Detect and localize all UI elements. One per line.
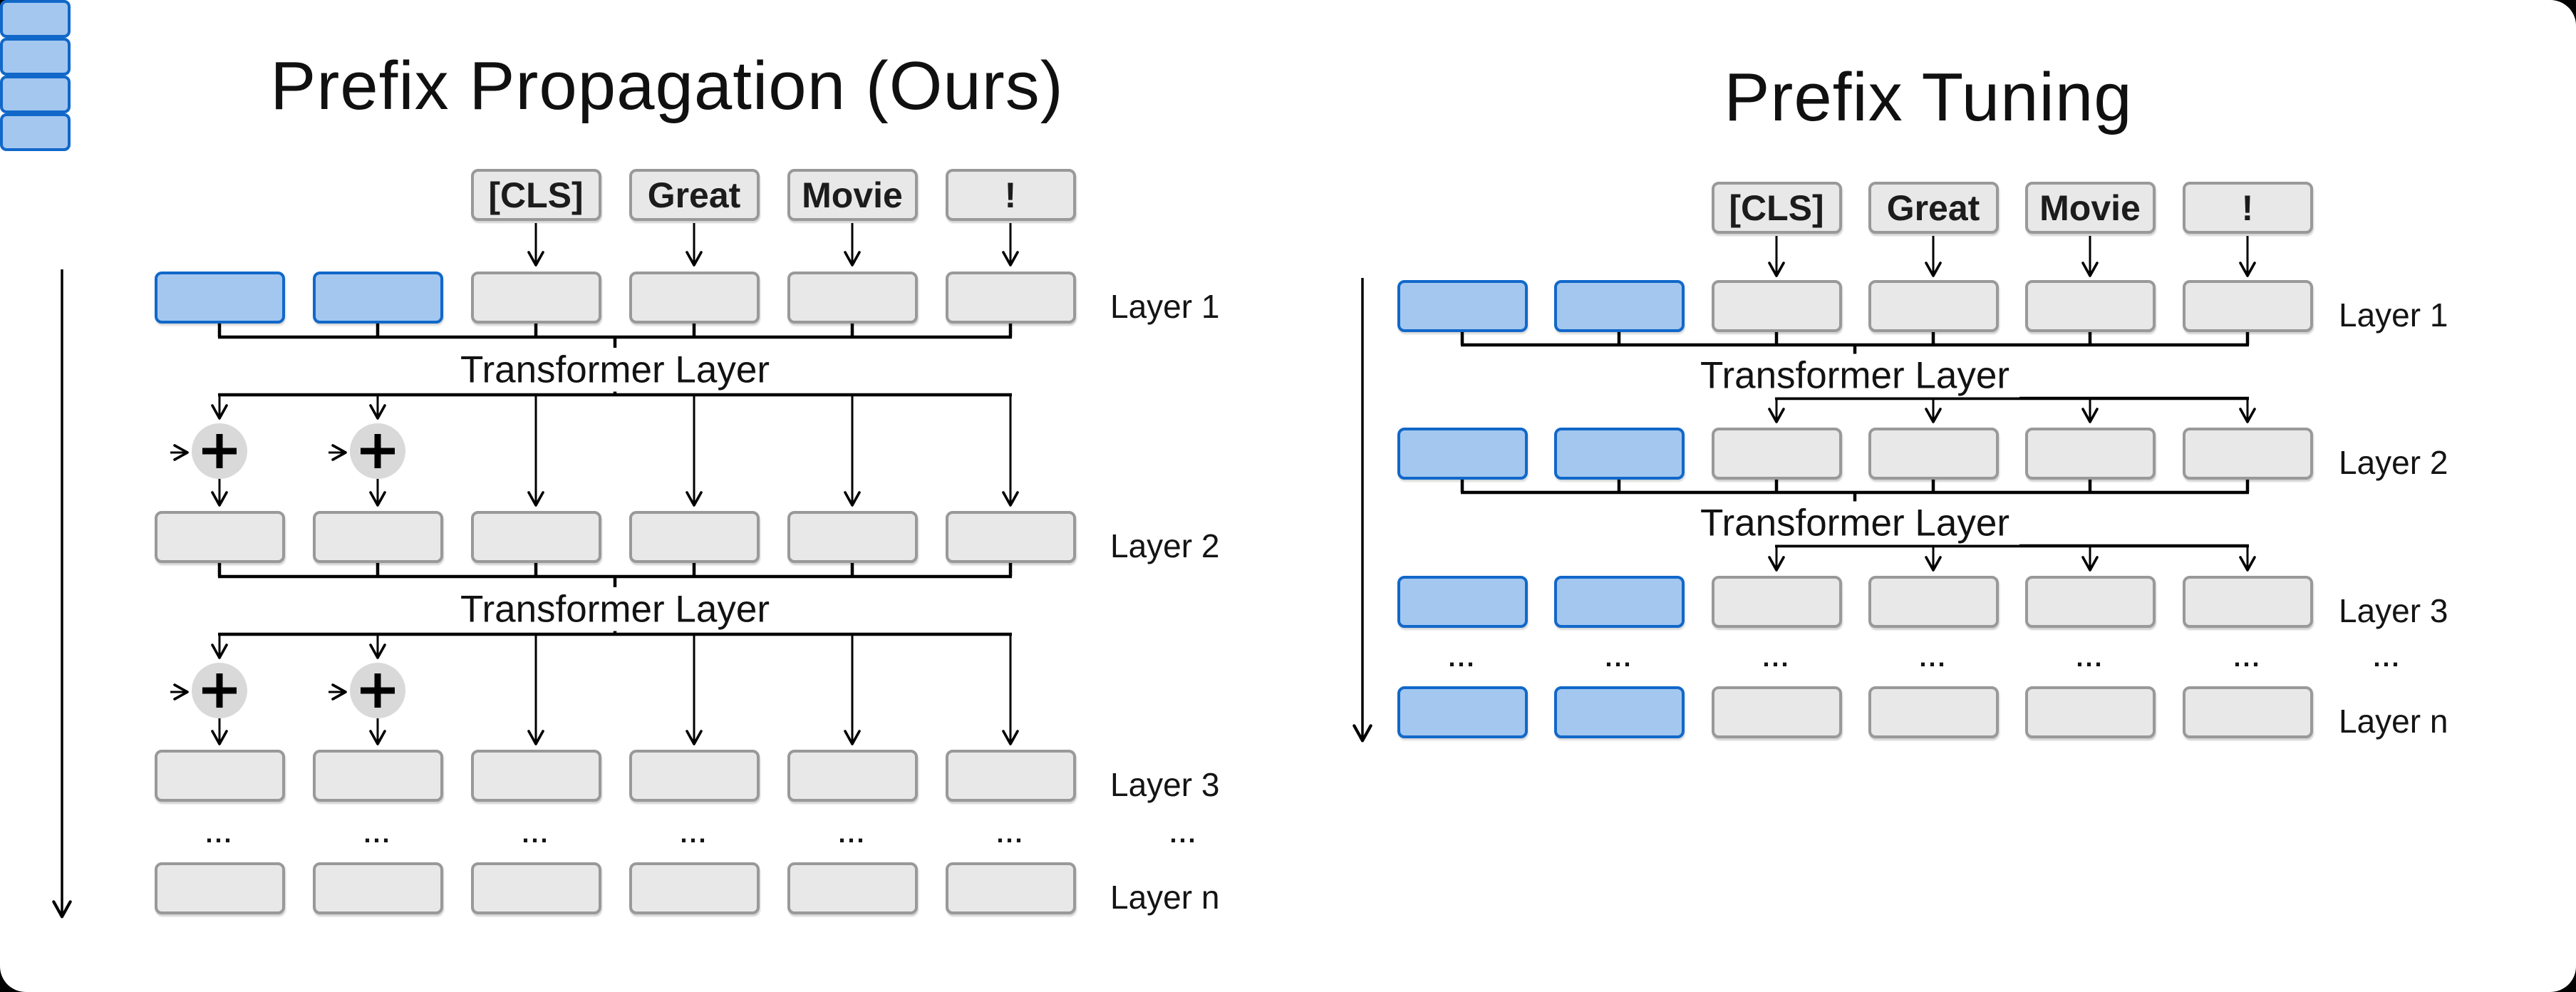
hidden-state-box [1711, 576, 1842, 628]
ellipsis: ... [2233, 643, 2262, 672]
ellipsis: ... [2373, 643, 2401, 672]
hidden-state-box [1711, 280, 1842, 332]
layer-label: Layer 3 [2339, 591, 2448, 629]
token-box: ! [945, 169, 1076, 221]
hidden-state-box [2024, 428, 2156, 480]
hidden-state-box [1868, 686, 1999, 738]
layer-label: Layer n [2339, 702, 2448, 740]
hidden-state-box [945, 272, 1076, 324]
hidden-state-box [1711, 428, 1842, 480]
prefix-add-box [0, 113, 71, 151]
ellipsis: ... [680, 819, 708, 848]
right-panel-title: Prefix Tuning [1724, 59, 2133, 135]
hidden-state-box [2024, 576, 2156, 628]
layer-label: Layer 1 [1110, 287, 1220, 325]
hidden-state-box [945, 750, 1076, 802]
hidden-state-box [1868, 428, 1999, 480]
prefix-embedding-box [1553, 576, 1685, 628]
ellipsis: ... [2076, 643, 2104, 672]
hidden-state-box [1868, 576, 1999, 628]
token-box: Movie [2024, 182, 2156, 234]
prefix-add-box [0, 0, 71, 38]
hidden-state-box [2182, 428, 2313, 480]
layer-label: Layer n [1110, 878, 1220, 916]
token-box: Movie [787, 169, 918, 221]
prefix-embedding-box [1553, 280, 1685, 332]
hidden-state-box [154, 511, 285, 563]
ellipsis: ... [1919, 643, 1947, 672]
diagram-elements: [CLS] Great Movie! Layer 1 Layer 2 Layer 3 Lay… [0, 0, 2576, 916]
prefix-add-box [0, 76, 71, 113]
transformer-layer-label: Transformer Layer [450, 348, 780, 392]
hidden-state-box [945, 862, 1076, 914]
hidden-state-box [154, 862, 285, 914]
hidden-state-box [787, 750, 918, 802]
ellipsis: ... [1448, 643, 1476, 672]
hidden-state-box [629, 862, 760, 914]
hidden-state-box [2024, 280, 2156, 332]
token-box: [CLS] [1711, 182, 1842, 234]
prefix-embedding-box [1397, 576, 1528, 628]
hidden-state-box [312, 511, 443, 563]
layer-label: Layer 1 [2339, 296, 2448, 334]
hidden-state-box [312, 750, 443, 802]
hidden-state-box [470, 750, 601, 802]
left-panel-title: Prefix Propagation (Ours) [270, 48, 1064, 124]
hidden-state-box [154, 750, 285, 802]
prefix-embedding-box [1397, 280, 1528, 332]
hidden-state-box [2182, 280, 2313, 332]
layer-label: Layer 2 [2339, 443, 2448, 481]
hidden-state-box [2024, 686, 2156, 738]
prefix-embedding-box [312, 272, 443, 324]
hidden-state-box [1868, 280, 1999, 332]
hidden-state-box [312, 862, 443, 914]
hidden-state-box [787, 272, 918, 324]
transformer-layer-label: Transformer Layer [1690, 353, 2019, 398]
hidden-state-box [629, 750, 760, 802]
prefix-embedding-box [1553, 428, 1685, 480]
transformer-layer-label: Transformer Layer [450, 587, 780, 631]
prefix-embedding-box [1553, 686, 1685, 738]
hidden-state-box [629, 511, 760, 563]
hidden-state-box [470, 511, 601, 563]
hidden-state-box [2182, 576, 2313, 628]
hidden-state-box [629, 272, 760, 324]
hidden-state-box [470, 272, 601, 324]
token-box: Great [629, 169, 760, 221]
prefix-add-box [0, 38, 71, 76]
ellipsis: ... [522, 819, 550, 848]
prefix-embedding-box [1397, 686, 1528, 738]
layer-label: Layer 3 [1110, 765, 1220, 803]
hidden-state-box [945, 511, 1076, 563]
hidden-state-box [470, 862, 601, 914]
token-box: [CLS] [470, 169, 601, 221]
ellipsis: ... [996, 819, 1025, 848]
hidden-state-box [2182, 686, 2313, 738]
ellipsis: ... [1169, 819, 1198, 848]
hidden-state-box [787, 862, 918, 914]
ellipsis: ... [1605, 643, 1633, 672]
token-box: ! [2182, 182, 2313, 234]
layer-label: Layer 2 [1110, 527, 1220, 564]
transformer-layer-label: Transformer Layer [1690, 501, 2019, 545]
hidden-state-box [1711, 686, 1842, 738]
ellipsis: ... [1762, 643, 1791, 672]
ellipsis: ... [838, 819, 867, 848]
token-box: Great [1868, 182, 1999, 234]
ellipsis: ... [363, 819, 392, 848]
ellipsis: ... [205, 819, 234, 848]
prefix-embedding-box [1397, 428, 1528, 480]
prefix-embedding-box [154, 272, 285, 324]
hidden-state-box [787, 511, 918, 563]
